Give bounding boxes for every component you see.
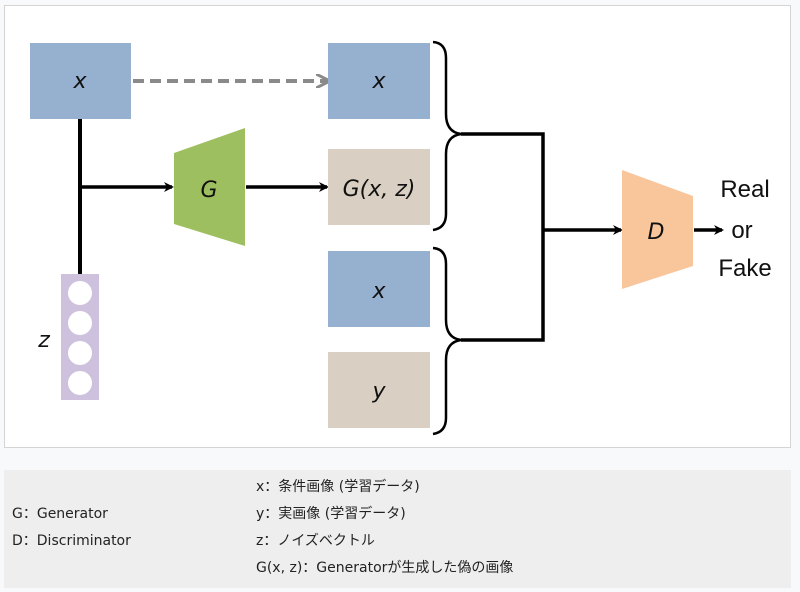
output-real-label: Real xyxy=(720,176,769,203)
generator-label: G xyxy=(200,178,217,203)
legend-network-list: G：Generator D：Discriminator xyxy=(12,501,131,555)
diagram-panel: x z G x G(x, z) xyxy=(4,5,791,448)
noise-vector-z xyxy=(61,274,99,400)
legend-generator: G：Generator xyxy=(12,506,108,522)
noise-z-label: z xyxy=(37,328,50,353)
output-fake-label: Fake xyxy=(718,255,771,282)
brace-pair2 xyxy=(432,246,462,436)
legend-discriminator: D：Discriminator xyxy=(12,533,131,549)
input-x-label: x xyxy=(72,69,87,94)
noise-node xyxy=(68,371,92,395)
pair2-x-box: x xyxy=(328,251,430,327)
pair1-x-box: x xyxy=(328,43,430,119)
discriminator-block: D xyxy=(622,170,693,289)
legend-variable-list: x：条件画像 (学習データ) y：実画像 (学習データ) z：ノイズベクトル G… xyxy=(256,474,513,582)
legend-z: z：ノイズベクトル xyxy=(256,533,375,549)
pair2-y-box: y xyxy=(328,352,430,428)
pair2-y-label: y xyxy=(371,379,386,404)
pair2-x-label: x xyxy=(371,279,386,304)
generator-block: G xyxy=(174,128,245,246)
legend-gxz: G(x, z)：Generatorが生成した偽の画像 xyxy=(256,560,514,576)
output-or-label: or xyxy=(731,217,752,244)
noise-node xyxy=(68,341,92,365)
cgan-diagram: x z G x G(x, z) xyxy=(30,40,772,436)
input-x-box: x xyxy=(30,43,131,119)
noise-node xyxy=(68,311,92,335)
pair1-x-label: x xyxy=(371,69,386,94)
legend-y: y：実画像 (学習データ) xyxy=(256,506,406,522)
discriminator-label: D xyxy=(648,220,665,245)
pair1-gxz-label: G(x, z) xyxy=(343,177,416,202)
pair1-generated-box: G(x, z) xyxy=(328,149,430,225)
brace-pair1 xyxy=(432,40,462,232)
pairs-merge-line xyxy=(461,132,545,342)
noise-node xyxy=(68,281,92,305)
legend-x: x：条件画像 (学習データ) xyxy=(256,479,420,495)
legend-panel: G：Generator D：Discriminator x：条件画像 (学習デー… xyxy=(4,470,791,588)
